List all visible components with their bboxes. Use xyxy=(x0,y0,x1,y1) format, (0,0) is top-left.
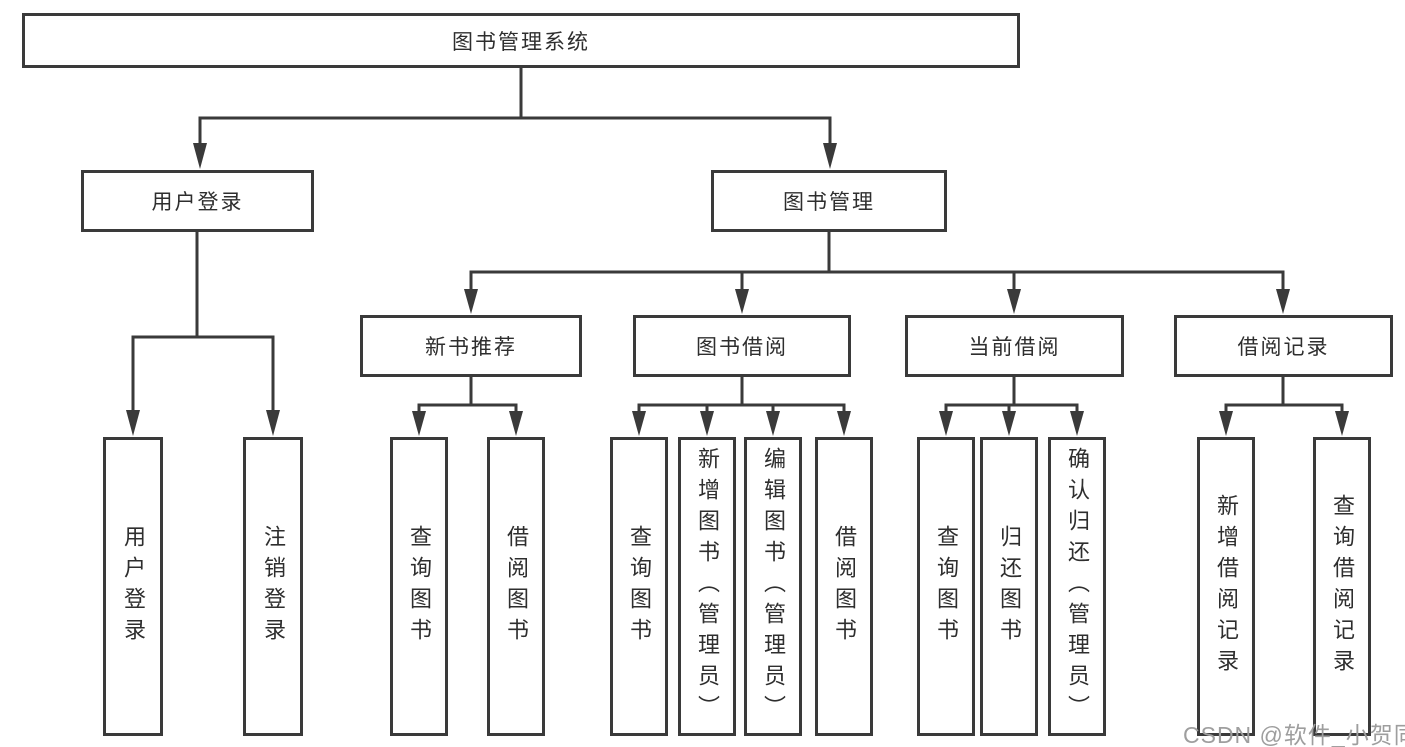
leaf-query-books-borrowing-label: 查询图书 xyxy=(627,524,652,649)
leaf-query-books-recommend-label: 查询图书 xyxy=(407,524,432,649)
leaf-borrow-books-borrowing: 借阅图书 xyxy=(815,437,873,736)
leaf-add-borrow-record: 新增借阅记录 xyxy=(1197,437,1255,736)
leaf-user-login-label: 用户登录 xyxy=(121,524,146,649)
leaf-borrow-books-borrowing-label: 借阅图书 xyxy=(832,524,857,649)
leaf-logout: 注销登录 xyxy=(243,437,303,736)
node-book-borrowing-label: 图书借阅 xyxy=(696,336,788,359)
leaf-user-login: 用户登录 xyxy=(103,437,163,736)
leaf-return-books: 归还图书 xyxy=(980,437,1038,736)
leaf-borrow-books-recommend-label: 借阅图书 xyxy=(504,524,529,649)
node-current-borrowing-label: 当前借阅 xyxy=(968,336,1061,359)
node-book-borrowing: 图书借阅 xyxy=(633,315,851,377)
arrowheads xyxy=(126,143,1349,436)
node-new-book-recommend-label: 新书推荐 xyxy=(425,336,517,359)
leaf-query-books-recommend: 查询图书 xyxy=(390,437,448,736)
node-book-management-label: 图书管理 xyxy=(783,191,875,214)
leaf-confirm-return-admin-label: 确认归还（管理员） xyxy=(1065,447,1090,726)
node-user-login-label: 用户登录 xyxy=(151,191,244,214)
leaf-borrow-books-recommend: 借阅图书 xyxy=(487,437,545,736)
leaf-query-borrow-record-label: 查询借阅记录 xyxy=(1330,493,1355,680)
node-current-borrowing: 当前借阅 xyxy=(905,315,1124,377)
leaf-add-book-admin: 新增图书（管理员） xyxy=(678,437,736,736)
node-book-management: 图书管理 xyxy=(711,170,947,232)
leaf-confirm-return-admin: 确认归还（管理员） xyxy=(1048,437,1106,736)
leaf-edit-book-admin: 编辑图书（管理员） xyxy=(744,437,802,736)
leaf-query-books-current-label: 查询图书 xyxy=(934,524,959,649)
node-root: 图书管理系统 xyxy=(22,13,1020,68)
leaf-add-borrow-record-label: 新增借阅记录 xyxy=(1214,493,1239,680)
node-user-login: 用户登录 xyxy=(81,170,314,232)
leaf-query-books-current: 查询图书 xyxy=(917,437,975,736)
leaf-query-books-borrowing: 查询图书 xyxy=(610,437,668,736)
leaf-add-book-admin-label: 新增图书（管理员） xyxy=(695,447,720,726)
node-new-book-recommend: 新书推荐 xyxy=(360,315,582,377)
node-borrowing-records-label: 借阅记录 xyxy=(1237,336,1330,359)
leaf-query-borrow-record: 查询借阅记录 xyxy=(1313,437,1371,736)
leaf-return-books-label: 归还图书 xyxy=(997,524,1022,649)
leaf-logout-label: 注销登录 xyxy=(261,524,286,649)
node-borrowing-records: 借阅记录 xyxy=(1174,315,1393,377)
node-root-label: 图书管理系统 xyxy=(452,30,590,54)
csdn-watermark: CSDN @软件_小贺同学 xyxy=(1183,722,1405,747)
leaf-edit-book-admin-label: 编辑图书（管理员） xyxy=(761,447,786,726)
